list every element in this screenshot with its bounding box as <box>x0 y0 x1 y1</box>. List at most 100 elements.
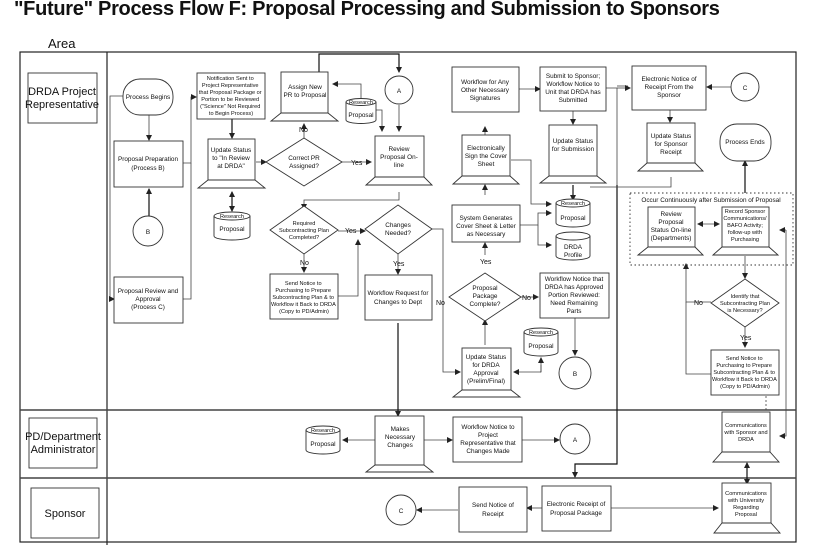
svg-text:Process Begins: Process Begins <box>126 94 170 101</box>
edge-label-no: No <box>522 295 531 302</box>
page-title: "Future" Process Flow F: Proposal Proces… <box>14 0 720 20</box>
svg-text:Proposal: Proposal <box>310 441 335 448</box>
svg-text:Notification Sent to Pro: Notification Sent to Project Representat… <box>199 76 263 117</box>
svg-text:C: C <box>399 508 404 515</box>
edge-label-no: No <box>300 260 309 267</box>
connector-a-bottom[interactable]: A <box>559 423 591 455</box>
node-proposal-preparation[interactable]: Proposal Preparation(Process B) <box>113 140 184 188</box>
swimlane-frame <box>19 51 797 545</box>
connector-a-top[interactable]: A <box>384 75 414 105</box>
continuous-activities-group: Occur Continuously after Submission of P… <box>629 192 794 266</box>
connector-b-mid[interactable]: B <box>558 356 592 390</box>
node-send-notice-purchasing-1[interactable]: Send Notice to Purchasing to Prepare Sub… <box>269 273 339 320</box>
node-notification-sent[interactable]: Notification Sent to Project Representat… <box>196 72 266 120</box>
database-research-proposal-4[interactable]: Research Proposal <box>555 198 591 228</box>
edge-label-no: No <box>694 300 703 307</box>
edge-label-yes: Yes <box>351 160 363 167</box>
edge-label-yes: Yes <box>740 335 752 342</box>
node-send-notice-purchasing-2[interactable]: Send Notice to Purchasing to Prepare Sub… <box>710 349 780 396</box>
database-research-proposal-6[interactable]: Research Proposal <box>305 425 341 455</box>
database-research-proposal-2[interactable]: Research Proposal <box>345 98 377 124</box>
database-research-proposal-3[interactable]: Research Proposal <box>523 327 559 357</box>
node-process-ends[interactable]: Process Ends <box>719 123 772 162</box>
svg-text:Research: Research <box>561 201 585 207</box>
svg-text:Proposal: Proposal <box>219 226 244 233</box>
svg-text:Research: Research <box>311 428 335 434</box>
svg-text:Send Notice to Purchasin: Send Notice to Purchasing to Prepare Sub… <box>712 356 778 390</box>
edge-label-no: No <box>299 127 308 134</box>
svg-text:B: B <box>146 229 150 236</box>
svg-text:Occur Continuously after Submi: Occur Continuously after Submission of P… <box>641 197 780 204</box>
edge-label-yes: Yes <box>393 261 405 268</box>
svg-text:C: C <box>743 85 748 92</box>
connector-b-left[interactable]: B <box>132 215 164 247</box>
flow-connectors <box>109 53 787 513</box>
connector-c-top[interactable]: C <box>730 72 760 102</box>
svg-text:Proposal: Proposal <box>348 112 373 119</box>
svg-text:Sponsor: Sponsor <box>45 508 86 520</box>
svg-text:Research: Research <box>529 330 553 336</box>
svg-text:Submit to Sponsor;Workflow Not: Submit to Sponsor;Workflow Notice toUnit… <box>545 73 600 104</box>
svg-text:Proposal: Proposal <box>560 215 585 222</box>
edge-label-no: No <box>436 300 445 307</box>
database-research-proposal-1[interactable]: Research Proposal <box>213 211 251 241</box>
connector-c-bottom[interactable]: C <box>385 494 417 526</box>
node-process-begins[interactable]: Process Begins <box>122 78 174 116</box>
area-label: Area <box>48 36 76 51</box>
lane-sponsor: Sponsor <box>30 487 100 539</box>
svg-text:A: A <box>573 437 578 444</box>
svg-text:Proposal Preparation(Process B: Proposal Preparation(Process B) <box>118 156 178 172</box>
